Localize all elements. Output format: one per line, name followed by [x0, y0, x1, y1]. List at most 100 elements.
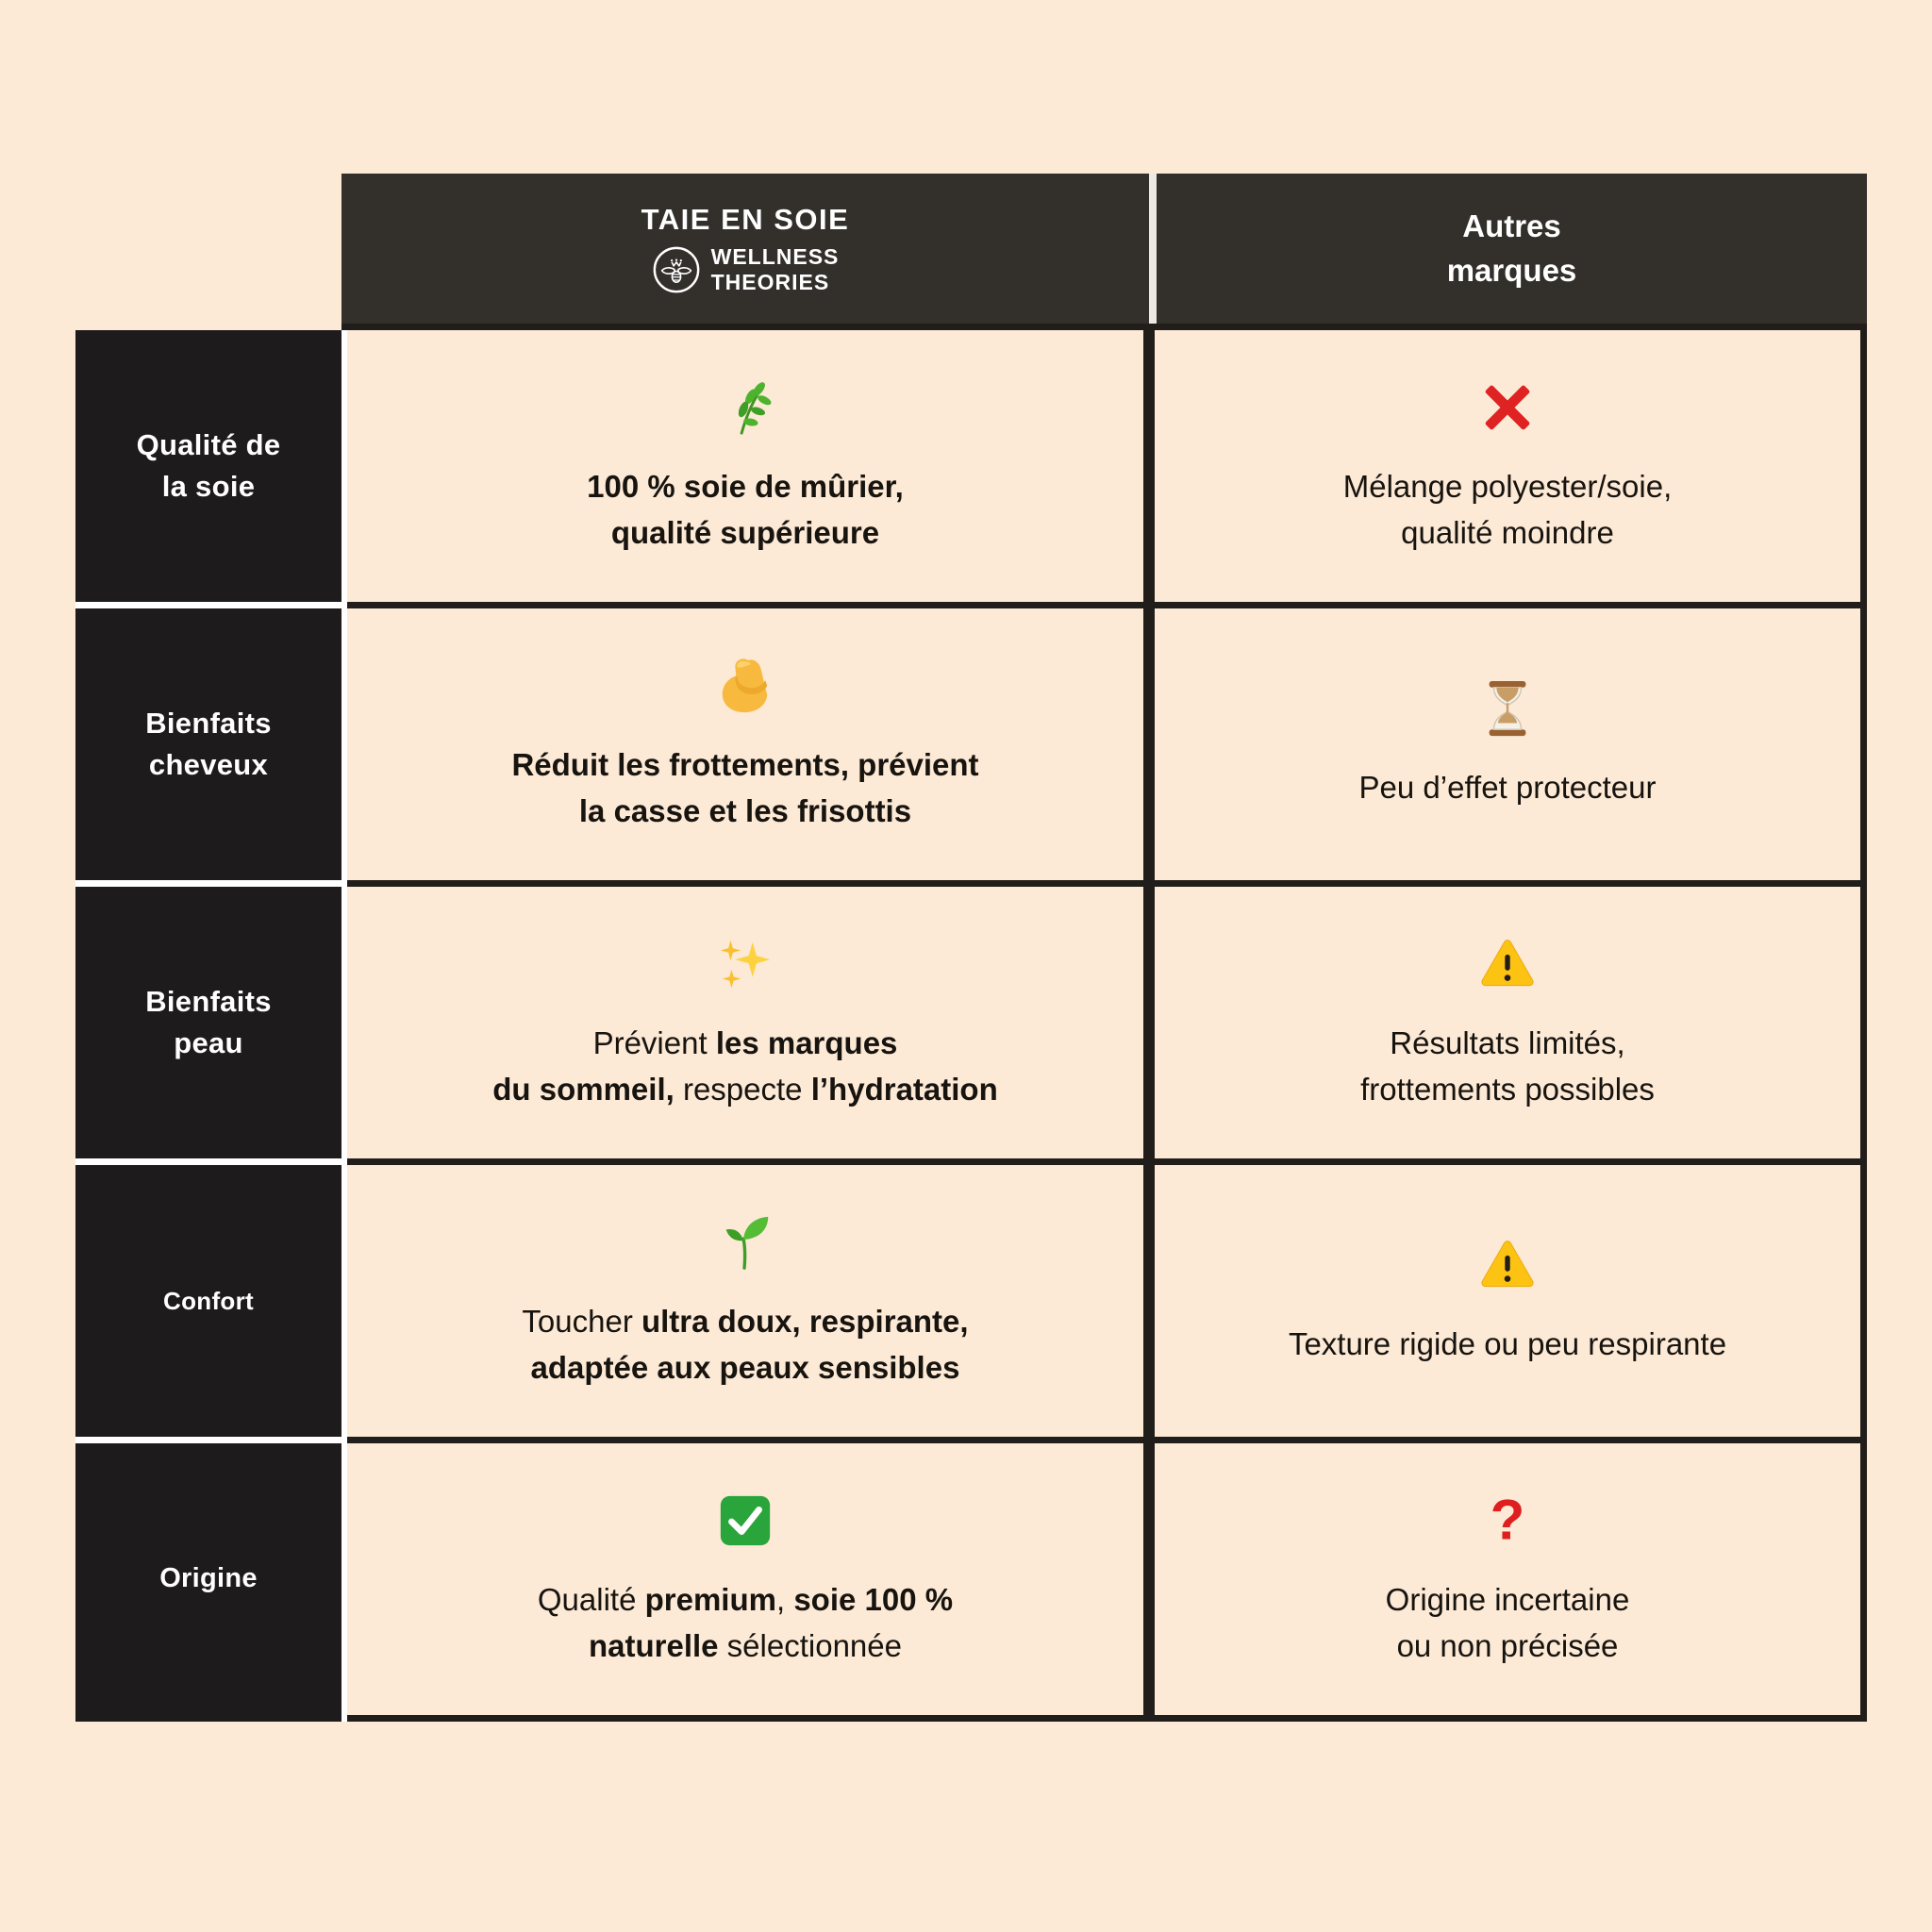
table-row: Bienfaits peau Prévient les marques du somm… — [75, 887, 1867, 1158]
separator-gap-part — [341, 324, 347, 330]
check-icon — [716, 1490, 774, 1552]
text-segment: la casse et les frisottis — [578, 793, 912, 828]
text-segment: soie 100 % — [793, 1581, 954, 1617]
brand-logo-row: WELLNESS THEORIES — [652, 244, 840, 294]
text-segment: qualité supérieure — [610, 515, 880, 550]
text-segment: Résultats limités, — [1390, 1024, 1625, 1060]
row-label-line: Qualité de — [136, 427, 281, 461]
text-line: Résultats limités, — [1360, 1020, 1655, 1067]
text-line: la casse et les frisottis — [511, 788, 978, 835]
cell-text: 100 % soie de mûrier, qualité supérieure — [587, 463, 904, 557]
brand-name-line2: THEORIES — [710, 269, 830, 294]
text-line: Réduit les frottements, prévient — [511, 741, 978, 789]
text-segment: Peu d’effet protecteur — [1358, 770, 1657, 806]
row-label-line: cheveux — [148, 748, 269, 781]
text-line: Qualité premium, soie 100 % — [538, 1576, 953, 1624]
label-column-gap — [341, 1165, 347, 1437]
separator-label-part — [75, 1437, 341, 1443]
text-segment: Origine incertaine — [1385, 1581, 1630, 1617]
text-line: Mélange polyester/soie, — [1343, 463, 1673, 510]
text-line: frottements possibles — [1360, 1066, 1655, 1113]
row-label-line: la soie — [161, 470, 256, 503]
brand-header-cell: TAIE EN SOIE — [341, 174, 1149, 324]
text-segment: respecte — [674, 1072, 811, 1107]
text-line: qualité supérieure — [587, 509, 904, 557]
text-line: Peu d’effet protecteur — [1359, 764, 1657, 811]
text-segment: 100 % soie de mûrier, — [587, 468, 904, 504]
row-separator — [75, 1158, 1867, 1165]
separator-gap-part — [341, 602, 347, 608]
text-segment: Qualité — [537, 1581, 645, 1617]
brand-cell: 100 % soie de mûrier, qualité supérieure — [347, 330, 1155, 602]
cell-text: Qualité premium, soie 100 % naturelle sél… — [538, 1576, 953, 1670]
row-separator — [75, 602, 1867, 608]
table-header: TAIE EN SOIE — [341, 174, 1867, 324]
separator-label-part — [75, 1158, 341, 1165]
svg-text:?: ? — [1491, 1491, 1525, 1550]
text-line: ou non précisée — [1386, 1623, 1630, 1670]
cell-text: Peu d’effet protecteur — [1359, 764, 1657, 811]
separator-line-part — [347, 1437, 1867, 1443]
text-segment: ou non précisée — [1396, 1628, 1619, 1663]
label-column-gap — [341, 1443, 347, 1715]
brand-cell: Qualité premium, soie 100 % naturelle sél… — [347, 1443, 1155, 1715]
text-segment: premium — [644, 1581, 776, 1617]
hourglass-icon — [1478, 677, 1537, 740]
label-column-gap — [341, 608, 347, 880]
text-segment: Toucher — [522, 1303, 641, 1339]
text-segment: du sommeil, — [492, 1072, 675, 1107]
seedling-icon — [716, 1211, 774, 1274]
separator-gap-part — [341, 1158, 347, 1165]
separator-line-part — [347, 324, 1867, 330]
competitor-title-line2: marques — [1446, 252, 1577, 288]
competitor-title-line1: Autres — [1462, 208, 1561, 244]
row-label-line: Confort — [163, 1286, 254, 1315]
warning-icon — [1478, 933, 1537, 995]
text-segment: naturelle — [588, 1628, 719, 1663]
text-segment: les marques — [715, 1024, 898, 1060]
brand-name-line1: WELLNESS — [710, 244, 840, 270]
table-body: Qualité de la soie 100 % soie de mûrier, qu… — [75, 324, 1867, 1722]
brand-name: WELLNESS THEORIES — [711, 244, 840, 294]
competitor-cell: Peu d’effet protecteur — [1155, 608, 1867, 880]
text-segment: Réduit les frottements, prévient — [511, 746, 979, 782]
brand-cell: Réduit les frottements, prévient la casse… — [347, 608, 1155, 880]
row-separator — [75, 1715, 1867, 1722]
text-line: du sommeil, respecte l’hydratation — [492, 1066, 998, 1113]
text-segment: sélectionnée — [718, 1628, 902, 1663]
text-line: 100 % soie de mûrier, — [587, 463, 904, 510]
question-icon: ? — [1478, 1490, 1537, 1552]
bee-logo-icon — [652, 245, 701, 294]
text-segment: Prévient — [592, 1024, 716, 1060]
text-line: Toucher ultra doux, respirante, — [522, 1298, 968, 1345]
separator-label-part — [75, 602, 341, 608]
row-label-line: Bienfaits — [145, 984, 272, 1018]
competitor-cell: Texture rigide ou peu respirante — [1155, 1165, 1867, 1437]
separator-gap-part — [341, 1715, 347, 1722]
row-separator — [75, 1437, 1867, 1443]
cell-text: Texture rigide ou peu respirante — [1289, 1321, 1726, 1368]
separator-line-part — [347, 880, 1867, 887]
text-segment: qualité moindre — [1401, 515, 1614, 550]
row-label: Confort — [75, 1165, 341, 1437]
brand-cell: Prévient les marques du sommeil, respecte… — [347, 887, 1155, 1158]
text-line: adaptée aux peaux sensibles — [522, 1344, 968, 1391]
text-segment: adaptée aux peaux sensibles — [530, 1350, 960, 1385]
separator-line-part — [347, 1158, 1867, 1165]
row-label-line: peau — [174, 1026, 243, 1059]
text-segment: Mélange polyester/soie, — [1342, 468, 1673, 504]
label-column-gap — [341, 330, 347, 602]
herb-icon — [716, 376, 774, 439]
text-line: Origine incertaine — [1386, 1576, 1630, 1624]
cross-icon — [1478, 376, 1537, 439]
separator-line-part — [347, 1715, 1867, 1722]
cell-text: Origine incertaine ou non précisée — [1386, 1576, 1630, 1670]
row-separator — [75, 324, 1867, 330]
text-segment: ultra doux, respirante, — [641, 1303, 969, 1339]
separator-gap-part — [341, 880, 347, 887]
